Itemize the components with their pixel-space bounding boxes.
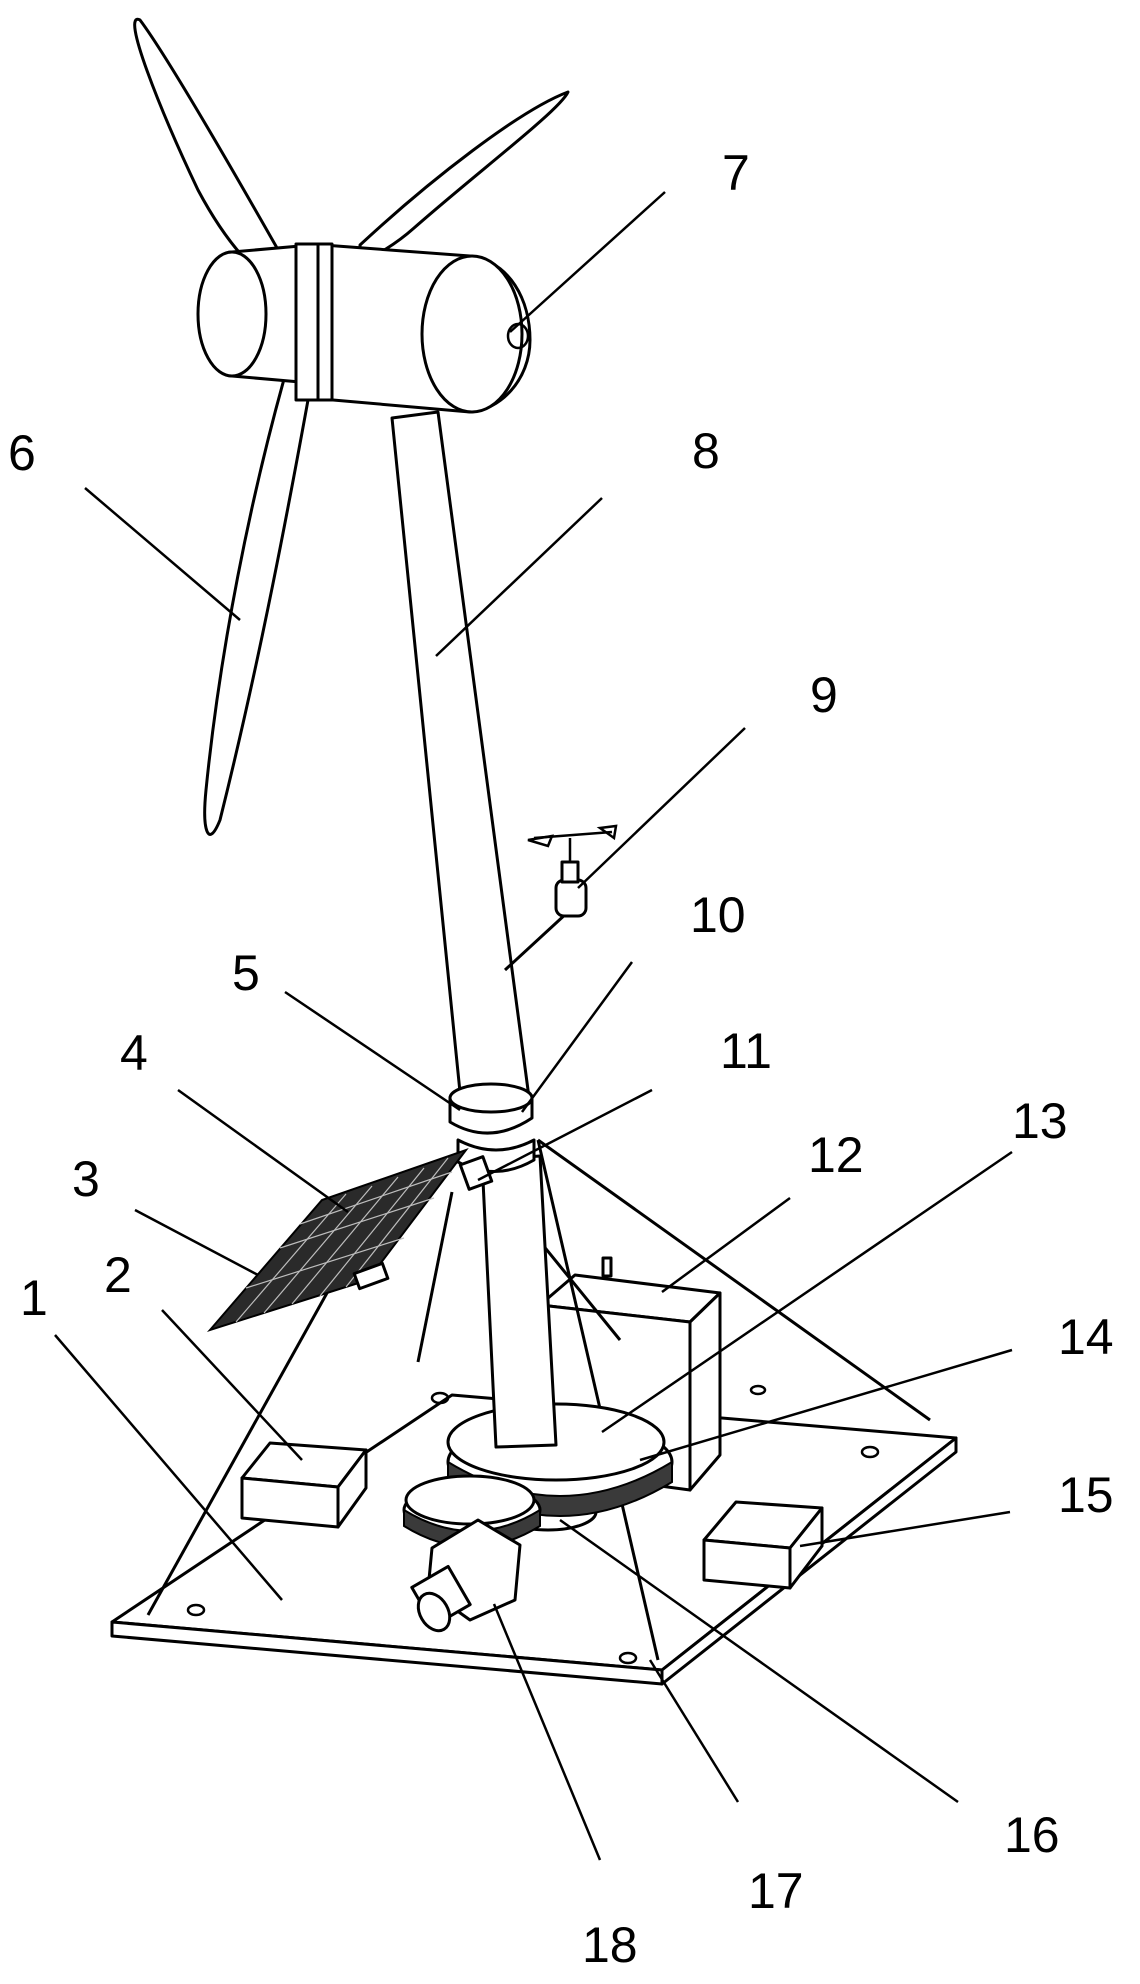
label-6: 6 [8, 425, 36, 481]
tower [390, 410, 558, 1449]
reference-numerals: 1 2 3 4 5 6 7 8 9 10 11 12 13 14 15 16 1… [8, 145, 1114, 1973]
battery-box-right [702, 1500, 824, 1590]
battery-box-left [240, 1441, 368, 1529]
leader-17 [648, 1659, 740, 1803]
label-12: 12 [808, 1127, 864, 1183]
label-4: 4 [120, 1025, 148, 1081]
rotor-blades [133, 17, 570, 836]
drive-motor [410, 1518, 522, 1633]
leader-14 [639, 1348, 1013, 1462]
leader-13 [601, 1150, 1013, 1434]
leader-12 [661, 1196, 791, 1294]
label-9: 9 [810, 667, 838, 723]
label-2: 2 [104, 1247, 132, 1303]
leader-lines [54, 191, 1013, 1861]
label-18: 18 [582, 1917, 638, 1973]
leader-1 [54, 1334, 283, 1601]
label-10: 10 [690, 887, 746, 943]
label-11: 11 [720, 1023, 772, 1079]
label-16: 16 [1004, 1807, 1060, 1863]
leader-11 [477, 1088, 653, 1182]
label-15: 15 [1058, 1467, 1114, 1523]
label-17: 17 [748, 1863, 804, 1919]
label-13: 13 [1012, 1093, 1068, 1149]
leader-5 [284, 990, 461, 1112]
label-7: 7 [722, 145, 750, 201]
label-1: 1 [20, 1270, 48, 1326]
anemometer [503, 824, 618, 972]
solar-panel [206, 1147, 494, 1333]
label-5: 5 [232, 945, 260, 1001]
label-14: 14 [1058, 1309, 1114, 1365]
leader-10 [520, 961, 634, 1113]
leader-18 [492, 1603, 602, 1861]
leader-4 [177, 1088, 349, 1214]
leader-9 [577, 727, 746, 889]
leader-16 [559, 1518, 959, 1804]
leader-2 [161, 1309, 303, 1461]
nacelle [196, 242, 532, 414]
leader-8 [435, 497, 603, 657]
leader-6 [84, 487, 241, 621]
leader-7 [509, 191, 666, 333]
leader-15 [799, 1510, 1011, 1548]
leader-3 [134, 1208, 259, 1277]
label-8: 8 [692, 423, 720, 479]
label-3: 3 [72, 1151, 100, 1207]
